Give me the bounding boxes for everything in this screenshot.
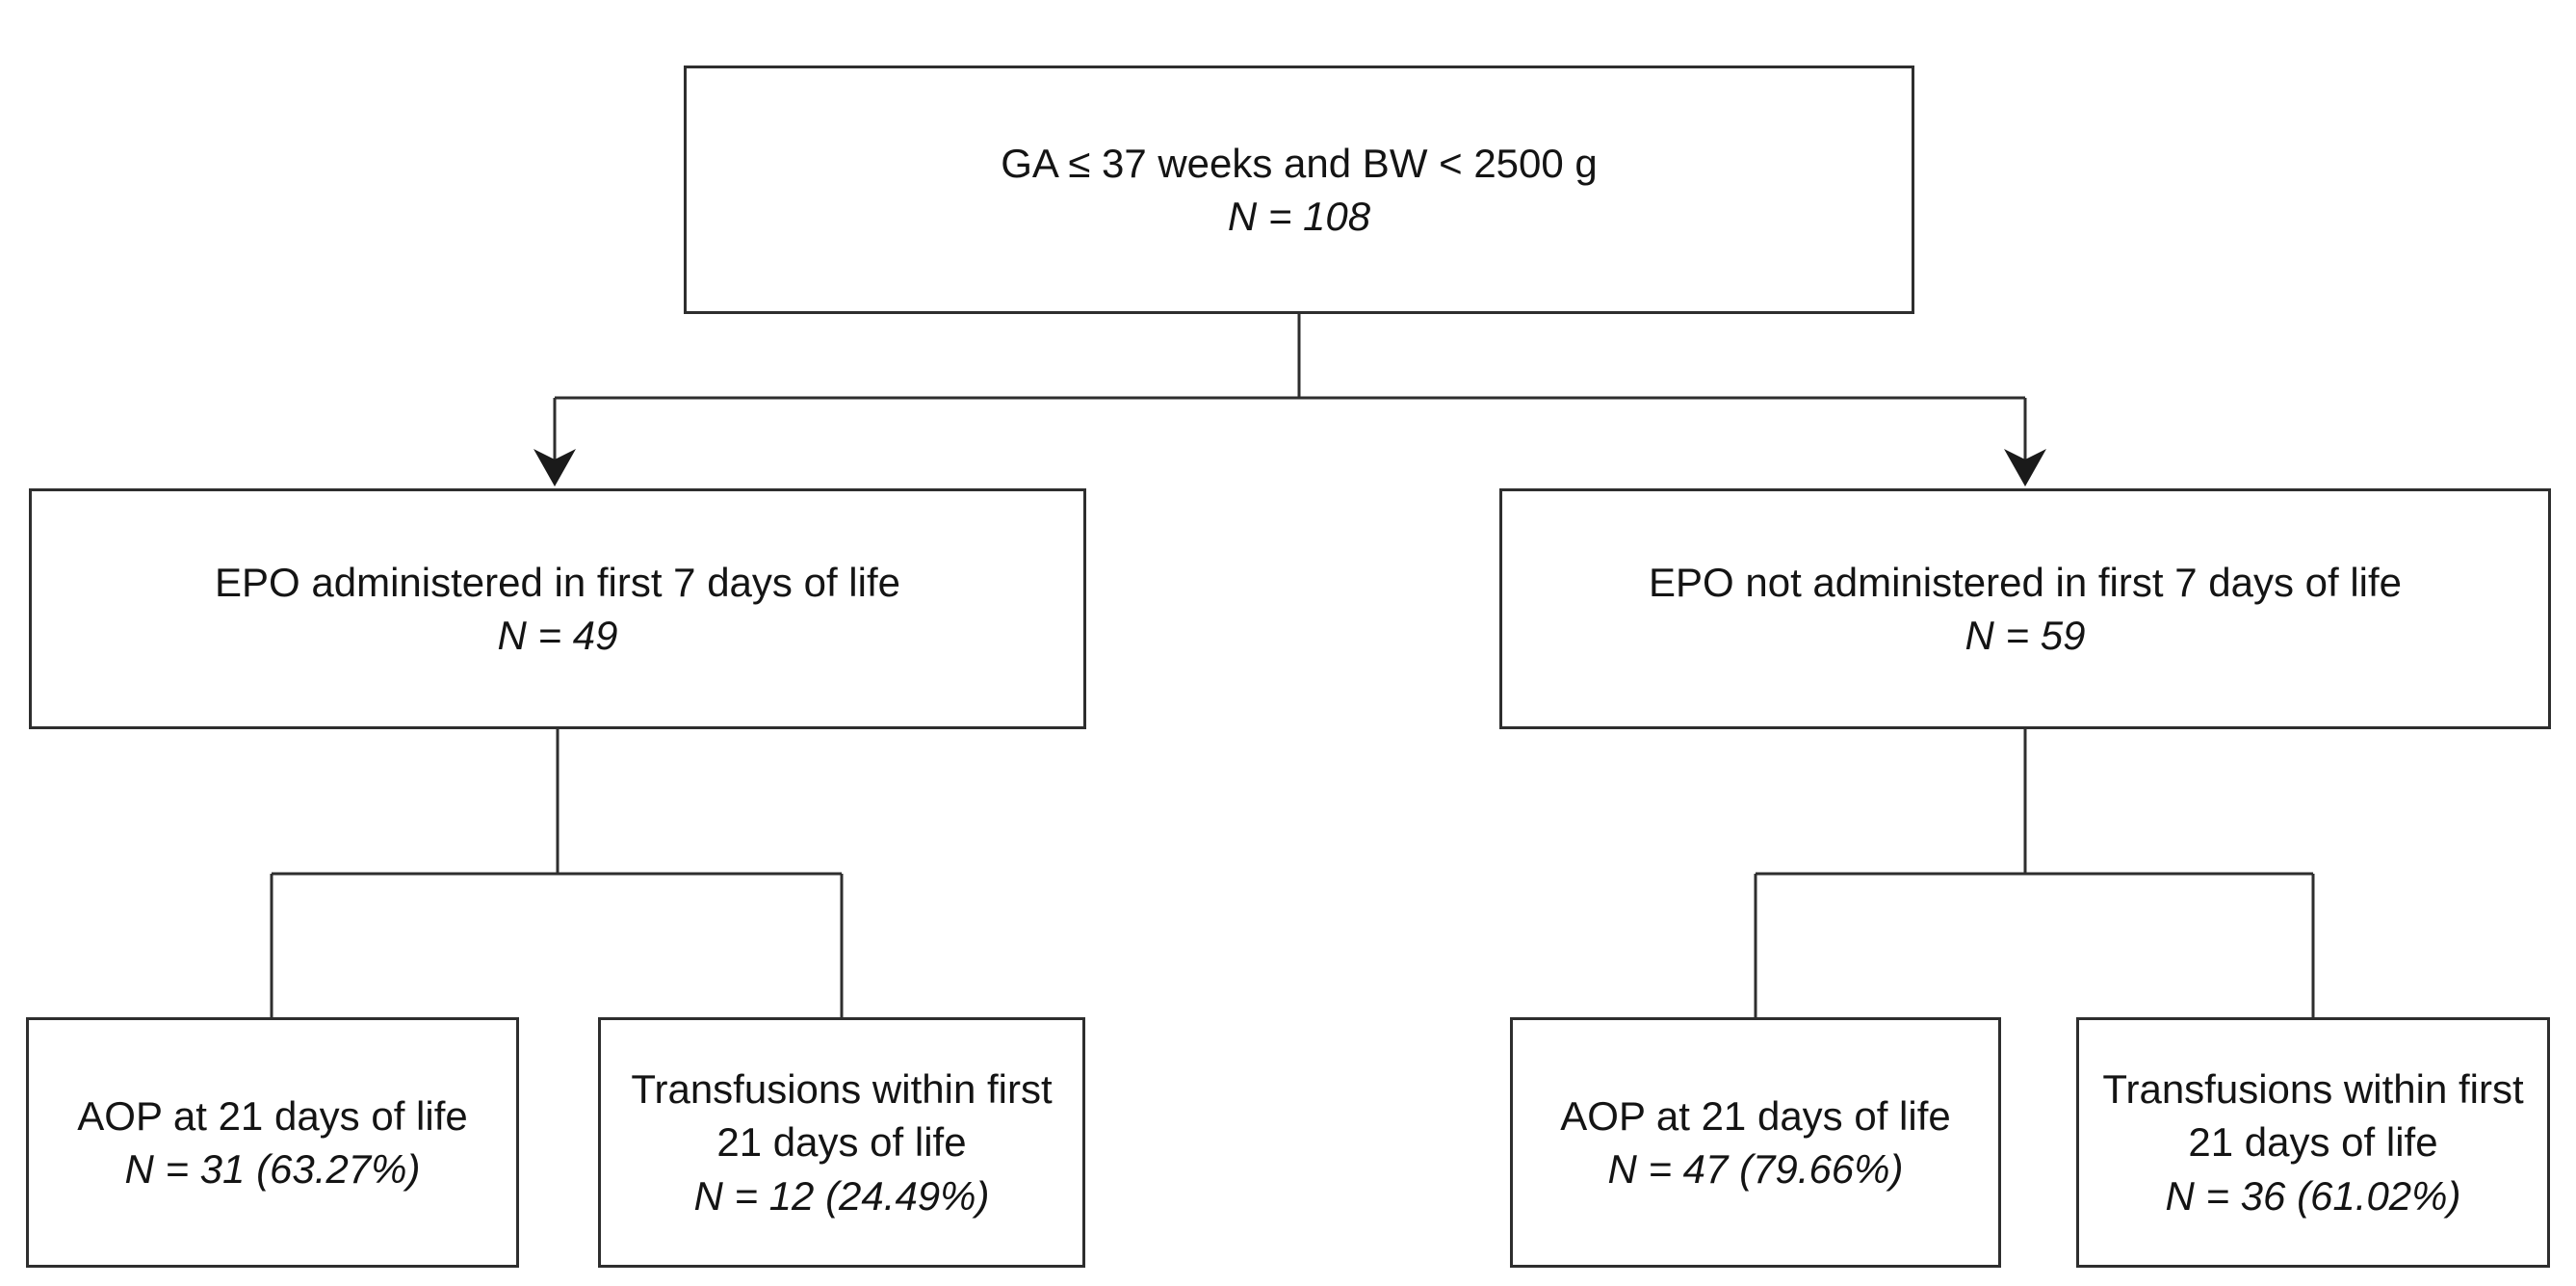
arrowhead-epo-icon (533, 449, 576, 486)
arrowhead-no-epo-icon (2004, 449, 2046, 486)
flow-box-root-n: N = 108 (1227, 194, 1371, 239)
flow-box-epo-n: N = 49 (497, 613, 618, 658)
flow-box-no-epo-n: N = 59 (1965, 613, 2086, 658)
flow-box-root-label: GA ≤ 37 weeks and BW < 2500 g (1001, 140, 1598, 186)
flow-box-epo-transfusions-label: Transfusions within first 21 days of lif… (631, 1065, 1053, 1166)
flow-box-no-epo-transfusions-label: Transfusions within first 21 days of lif… (2102, 1065, 2524, 1166)
flow-box-epo-aop-n: N = 31 (63.27%) (124, 1146, 421, 1192)
flow-box-epo: EPO administered in first 7 days of life… (29, 488, 1086, 729)
flow-box-epo-aop: AOP at 21 days of life N = 31 (63.27%) (26, 1017, 519, 1268)
flow-box-no-epo-label: EPO not administered in first 7 days of … (1648, 559, 2403, 605)
flow-box-root: GA ≤ 37 weeks and BW < 2500 g N = 108 (684, 66, 1914, 314)
flow-box-no-epo-transfusions-n: N = 36 (61.02%) (2165, 1172, 2461, 1219)
flow-box-no-epo-aop-n: N = 47 (79.66%) (1607, 1146, 1904, 1192)
flow-box-no-epo-transfusions: Transfusions within first 21 days of lif… (2076, 1017, 2550, 1268)
flow-box-no-epo: EPO not administered in first 7 days of … (1499, 488, 2551, 729)
flow-box-no-epo-aop: AOP at 21 days of life N = 47 (79.66%) (1510, 1017, 2001, 1268)
flow-box-epo-transfusions-n: N = 12 (24.49%) (693, 1172, 990, 1219)
flow-box-epo-aop-label: AOP at 21 days of life (77, 1092, 468, 1139)
flow-box-epo-transfusions: Transfusions within first 21 days of lif… (598, 1017, 1085, 1268)
flow-box-no-epo-aop-label: AOP at 21 days of life (1560, 1092, 1951, 1139)
flow-box-epo-label: EPO administered in first 7 days of life (215, 559, 900, 605)
